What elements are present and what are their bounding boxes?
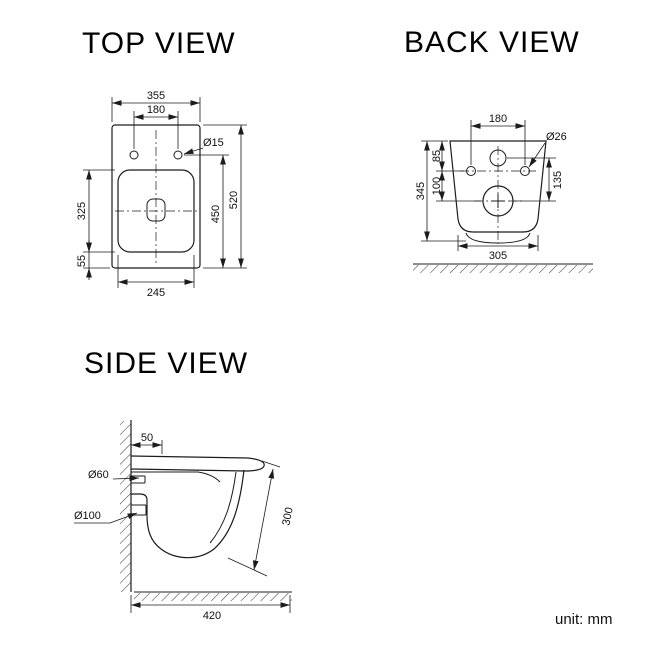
side-view-dimensions: 50 Ø60 Ø100 300 420 (74, 432, 296, 622)
dim-seat-width: 245 (147, 287, 165, 299)
bowl-outer-profile (131, 469, 245, 559)
dim-seat-length: 325 (76, 202, 88, 220)
dim-overall-width: 355 (147, 90, 165, 102)
dim-wall-offset: 50 (141, 432, 153, 444)
dim-rear-edge: 55 (76, 255, 88, 267)
dim-outlet-diameter: Ø100 (74, 510, 101, 522)
dim-upper-offset: 85 (431, 150, 443, 162)
dim-overall-depth: 520 (228, 191, 240, 209)
top-view-title: TOP VIEW (82, 27, 236, 60)
dim-side-offset: 135 (552, 171, 564, 189)
dim-front-depth: 450 (210, 205, 222, 223)
unit-label: unit: mm (555, 611, 613, 628)
dim-base-width: 305 (489, 250, 507, 262)
ground-hatch (134, 593, 292, 601)
dim-height: 300 (280, 506, 295, 526)
top-view-dimensions: 355 180 Ø15 520 450 325 (76, 90, 247, 299)
dim-hole-spacing: 180 (489, 113, 507, 125)
right-mount-hole (173, 150, 183, 160)
back-view-outline (449, 140, 547, 244)
bowl-inner-profile (209, 471, 237, 544)
wall-hatch (120, 421, 131, 592)
back-view-title: BACK VIEW (404, 26, 580, 59)
back-view-ground (413, 263, 593, 273)
outlet-pipe (131, 504, 147, 516)
top-view: TOP VIEW 355 180 Ø15 (76, 27, 247, 299)
dim-inlet-diameter: Ø60 (88, 469, 109, 481)
bowl-underside (131, 471, 221, 483)
dim-hole-diameter: Ø26 (546, 131, 567, 143)
ground-hatch (413, 265, 593, 273)
left-mount-hole (129, 150, 139, 160)
back-view: BACK VIEW 180 Ø26 (404, 26, 593, 273)
side-view-ground (134, 591, 292, 601)
dim-drain-offset: 100 (431, 177, 443, 195)
dim-hole-spacing: 180 (147, 104, 165, 116)
side-view: SIDE VIEW 50 (74, 347, 296, 622)
dim-hole-diameter: Ø15 (203, 137, 224, 149)
side-view-outline (120, 420, 265, 592)
tank-outline (111, 124, 201, 269)
top-view-outline (111, 124, 201, 269)
inlet-pipe (131, 475, 146, 484)
body-outline (449, 140, 547, 233)
seat-profile (130, 455, 265, 472)
back-view-dimensions: 180 Ø26 345 85 100 135 305 (415, 113, 567, 262)
side-view-title: SIDE VIEW (84, 347, 248, 380)
dim-depth: 420 (203, 610, 221, 622)
dim-overall-height: 345 (415, 182, 427, 200)
